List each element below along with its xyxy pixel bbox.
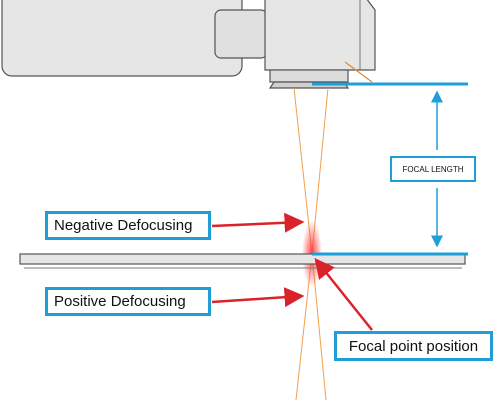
negative-defocusing-label: Negative Defocusing (45, 211, 211, 240)
focal-point-position-label: Focal point position (334, 331, 493, 361)
work-surface (19, 253, 466, 269)
galvo-accent-line (344, 61, 373, 83)
negative-defocusing-arrow (211, 212, 305, 233)
lens-mount (269, 69, 349, 83)
laser-beam (293, 87, 329, 400)
positive-defocusing-arrow (211, 287, 305, 308)
work-plate (19, 253, 466, 265)
positive-defocusing-label: Positive Defocusing (45, 287, 211, 316)
laser-head-main-body (1, 0, 243, 77)
focal-point-arrow (314, 258, 373, 331)
galvo-housing (264, 0, 376, 71)
laser-head (1, 0, 376, 89)
focal-length-label: FOCAL LENGTH (390, 156, 476, 182)
laser-head-connector (214, 9, 268, 59)
